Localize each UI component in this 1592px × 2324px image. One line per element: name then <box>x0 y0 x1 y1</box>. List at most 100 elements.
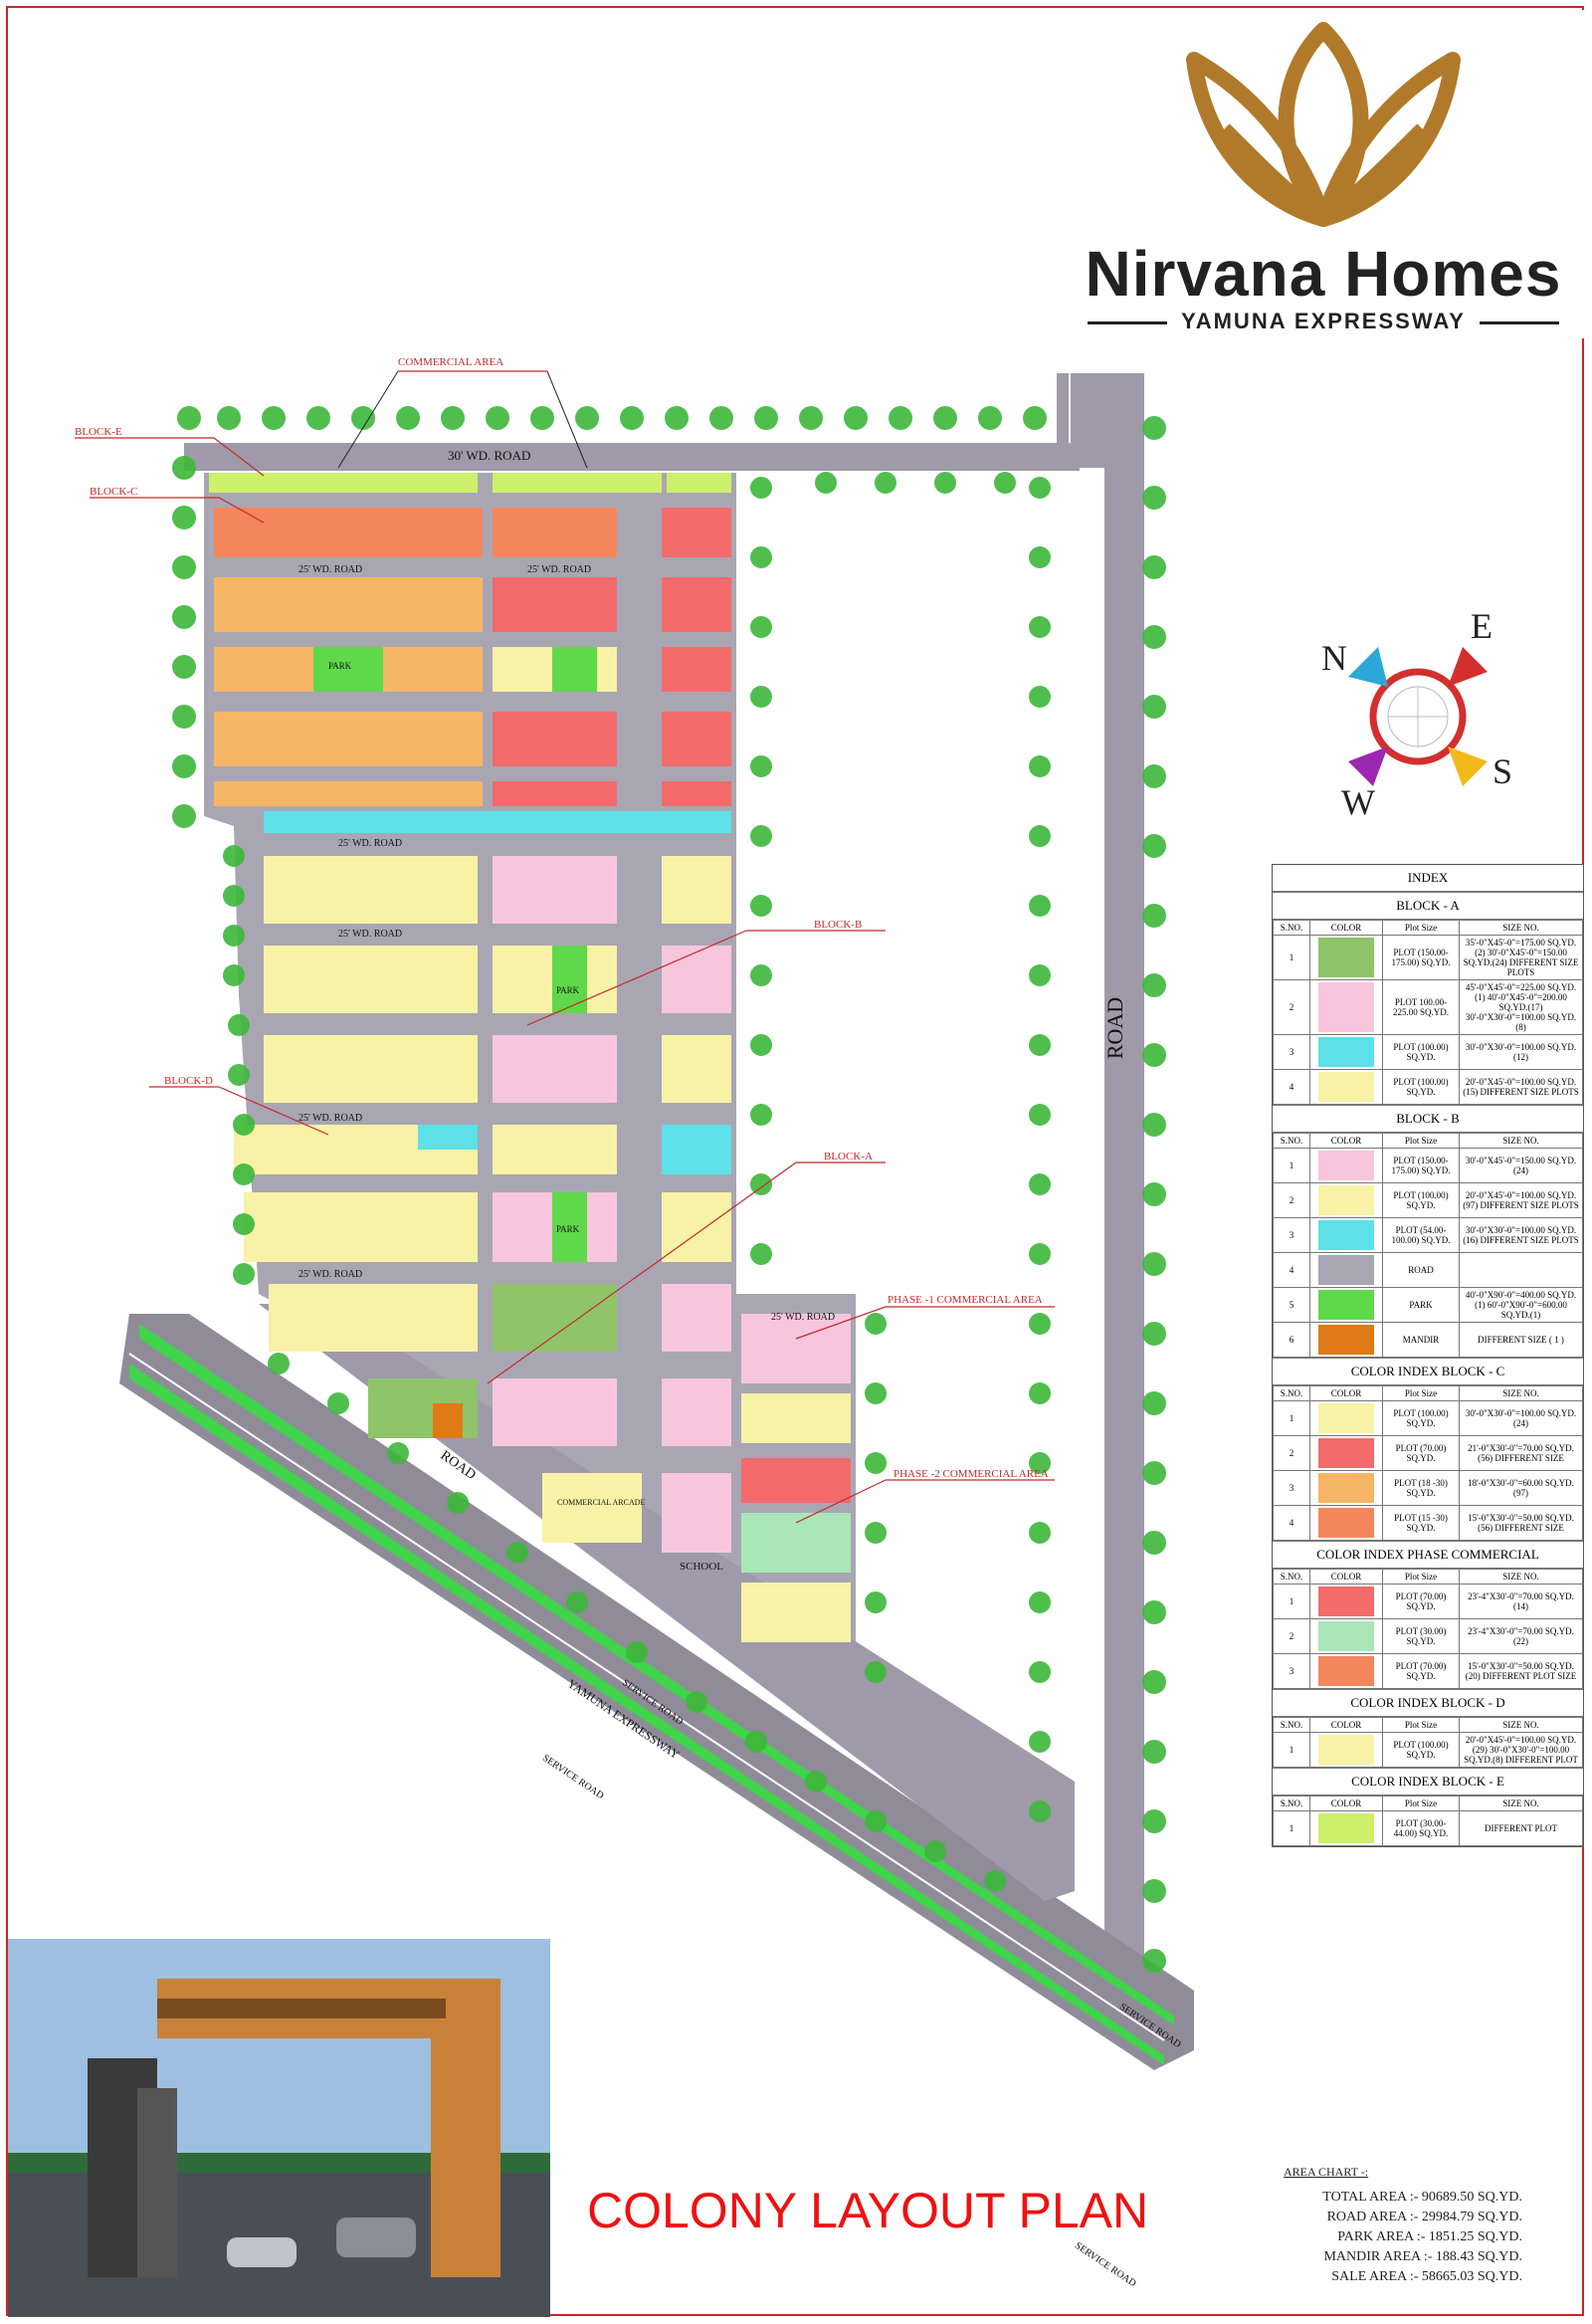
index-sno: 1 <box>1273 1810 1310 1846</box>
road-25ft-3: 25' WD. ROAD <box>338 838 403 849</box>
index-color <box>1309 1252 1383 1288</box>
brand-name: Nirvana Homes <box>1085 238 1562 310</box>
block-a <box>244 1192 731 1446</box>
index-plot: PLOT (30.00) SQ.YD. <box>1382 1618 1460 1654</box>
trees <box>172 406 1166 1973</box>
label-block-e: BLOCK-E <box>75 426 122 438</box>
index-header: SIZE NO. <box>1459 1133 1583 1149</box>
index-size: 21'-0"X30'-0"=70.00 SQ.YD.(56) DIFFERENT… <box>1459 1435 1583 1471</box>
index-size: 15'-0"X30'-0"=50.00 SQ.YD.(56) DIFFERENT… <box>1459 1505 1583 1541</box>
commercial-arcade-label: COMMERCIAL ARCADE <box>557 1498 646 1507</box>
index-header: COLOR <box>1309 1717 1383 1733</box>
index-sno: 2 <box>1273 979 1310 1035</box>
index-header: S.NO. <box>1273 920 1310 936</box>
index-row: 3 PLOT (54.00-100.00) SQ.YD.30'-0"X30'-0"… <box>1273 1217 1583 1253</box>
index-plot: ROAD <box>1382 1252 1460 1288</box>
index-plot: PLOT (30.00- 44.00) SQ.YD. <box>1382 1810 1460 1846</box>
index-plot: PLOT (70.00) SQ.YD. <box>1382 1653 1460 1689</box>
index-plot: PLOT (54.00-100.00) SQ.YD. <box>1382 1217 1460 1253</box>
index-plot: PLOT (100.00) SQ.YD. <box>1382 1182 1460 1218</box>
index-size: 30'-0"X30'-0"=100.00 SQ.YD.(16) DIFFEREN… <box>1459 1217 1583 1253</box>
label-block-b: BLOCK-B <box>814 919 863 931</box>
color-swatch <box>1318 1656 1374 1686</box>
index-plot: PLOT (15 -30) SQ.YD. <box>1382 1505 1460 1541</box>
gate-render <box>8 1939 550 2317</box>
index-header: Plot Size <box>1382 1569 1460 1585</box>
road-25ft-7: 25' WD. ROAD <box>771 1312 836 1323</box>
park-b: PARK <box>556 985 580 995</box>
index-title: INDEX <box>1273 865 1583 892</box>
index-color <box>1309 1148 1383 1183</box>
index-header: COLOR <box>1309 1133 1383 1149</box>
block-b <box>264 856 731 1103</box>
index-header: SIZE NO. <box>1459 1385 1583 1401</box>
color-swatch <box>1318 982 1374 1032</box>
index-size <box>1459 1252 1583 1288</box>
index-size: 30'-0"X30'-0"=100.00 SQ.YD.(24) <box>1459 1400 1583 1436</box>
area-mandir: MANDIR AREA :- 188.43 SQ.YD. <box>1323 2249 1522 2264</box>
compass-e: E <box>1471 606 1492 646</box>
index-sno: 1 <box>1273 935 1310 980</box>
index-header: SIZE NO. <box>1459 920 1583 936</box>
color-swatch <box>1318 1735 1374 1765</box>
color-swatch <box>1318 1072 1374 1102</box>
index-sno: 1 <box>1273 1148 1310 1183</box>
brand-logo <box>1055 10 1592 338</box>
road-25ft-2: 25' WD. ROAD <box>527 564 592 575</box>
label-phase1: PHASE -1 COMMERCIAL AREA <box>888 1294 1043 1306</box>
index-sno: 1 <box>1273 1732 1310 1768</box>
index-plot: PLOT 100.00-225.00 SQ.YD. <box>1382 979 1460 1035</box>
road-25ft-6: 25' WD. ROAD <box>298 1269 363 1280</box>
index-header: Plot Size <box>1382 920 1460 936</box>
color-swatch <box>1318 1438 1374 1468</box>
school-label: SCHOOL <box>680 1561 724 1573</box>
block-c <box>214 508 731 833</box>
index-size: 30'-0"X45'-0"=150.00 SQ.YD.(24) <box>1459 1148 1583 1183</box>
color-swatch <box>1318 1290 1374 1320</box>
road-25ft-4: 25' WD. ROAD <box>338 929 403 940</box>
plan-title: COLONY LAYOUT PLAN <box>587 2183 1149 2238</box>
color-swatch <box>1318 1325 1374 1355</box>
index-size: 30'-0"X30'-0"=100.00 SQ.YD.(12) <box>1459 1034 1583 1070</box>
index-color <box>1309 1069 1383 1105</box>
color-swatch <box>1318 1151 1374 1180</box>
index-header: Plot Size <box>1382 1717 1460 1733</box>
index-plot: PLOT (150.00-175.00) SQ.YD. <box>1382 1148 1460 1183</box>
road-30ft: 30' WD. ROAD <box>448 448 531 463</box>
index-header: COLOR <box>1309 1796 1383 1811</box>
index-size: 18'-0"X30'-0"=60.00 SQ.YD.(97) <box>1459 1470 1583 1506</box>
index-header: Plot Size <box>1382 1796 1460 1811</box>
area-chart: AREA CHART -: TOTAL AREA :- 90689.50 SQ.… <box>1284 2165 1582 2289</box>
index-size: 23'-4"X30'-0"=70.00 SQ.YD.(14) <box>1459 1584 1583 1619</box>
index-size: 45'-0"X45'-0"=225.00 SQ.YD.(1) 40'-0"X45… <box>1459 979 1583 1035</box>
color-swatch <box>1318 1813 1374 1843</box>
label-phase2: PHASE -2 COMMERCIAL AREA <box>894 1468 1049 1480</box>
park-c: PARK <box>328 661 352 671</box>
area-road: ROAD AREA :- 29984.79 SQ.YD. <box>1326 2210 1522 2224</box>
index-color <box>1309 1287 1383 1323</box>
color-swatch <box>1318 1185 1374 1215</box>
color-swatch <box>1318 938 1374 977</box>
color-swatch <box>1318 1220 1374 1250</box>
index-color <box>1309 1400 1383 1436</box>
index-sno: 3 <box>1273 1217 1310 1253</box>
index-section-title: BLOCK - B <box>1273 1105 1583 1133</box>
index-header: S.NO. <box>1273 1385 1310 1401</box>
compass-n: N <box>1321 638 1347 678</box>
label-block-a: BLOCK-A <box>824 1151 873 1162</box>
index-header: COLOR <box>1309 920 1383 936</box>
color-swatch <box>1318 1037 1374 1067</box>
compass-w: W <box>1341 782 1375 822</box>
index-plot: PLOT (100.00) SQ.YD. <box>1382 1732 1460 1768</box>
